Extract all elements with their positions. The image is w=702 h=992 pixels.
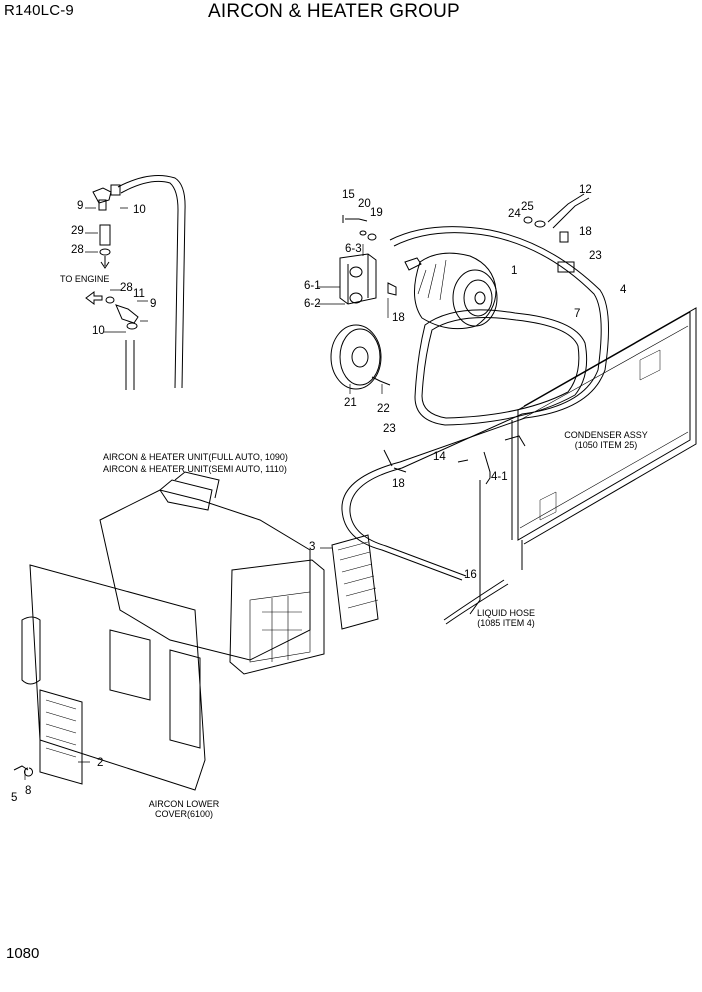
callout-24: 24: [508, 208, 521, 220]
callout-18: 18: [392, 312, 405, 324]
callout-21: 21: [344, 397, 357, 409]
callout-7: 7: [574, 308, 581, 320]
callout-22: 22: [377, 403, 390, 415]
callout-9: 9: [150, 298, 157, 310]
callout-6-1: 6-1: [304, 280, 321, 292]
page-title: AIRCON & HEATER GROUP: [208, 1, 460, 22]
note-unit-full-auto: AIRCON & HEATER UNIT(FULL AUTO, 1090): [103, 452, 288, 462]
callout-5: 5: [11, 792, 18, 804]
callout-10: 10: [133, 204, 146, 216]
callout-4-1: 4-1: [491, 471, 508, 483]
callout-14: 14: [433, 451, 446, 463]
note-liquid-hose-ref: (1085 ITEM 4): [477, 618, 535, 628]
callout-11: 11: [133, 288, 145, 300]
heater-hose-assembly: [85, 175, 186, 390]
callout-25: 25: [521, 201, 534, 213]
callout-29: 29: [71, 225, 84, 237]
note-to-engine: TO ENGINE: [60, 274, 110, 284]
model-code: R140LC-9: [4, 2, 74, 19]
callout-9: 9: [77, 200, 84, 212]
note-unit-semi-auto: AIRCON & HEATER UNIT(SEMI AUTO, 1110): [103, 464, 287, 474]
callout-2: 2: [97, 757, 104, 769]
page-number: 1080: [6, 945, 40, 962]
callout-23: 23: [383, 423, 396, 435]
note-condenser-ref: (1050 ITEM 25): [574, 440, 638, 450]
callout-28: 28: [120, 282, 133, 294]
note-aircon-lower-cover-ref: COVER(6100): [154, 809, 214, 819]
callout-1: 1: [511, 265, 518, 277]
refrigerant-hose-upper: [341, 193, 610, 615]
note-liquid-hose: LIQUID HOSE: [476, 608, 535, 618]
callout-6-2: 6-2: [304, 298, 321, 310]
callout-3: 3: [309, 541, 316, 553]
callout-28: 28: [71, 244, 84, 256]
aircon-heater-unit: [13, 471, 379, 791]
callout-15: 15: [342, 189, 355, 201]
note-condenser-assy: CONDENSER ASSY: [564, 430, 648, 440]
callout-18: 18: [579, 226, 592, 238]
callout-4: 4: [620, 284, 627, 296]
compressor-bracket-assembly: [318, 215, 397, 394]
callout-19: 19: [370, 207, 383, 219]
callout-6-3: 6-3: [345, 243, 362, 255]
callout-16: 16: [464, 569, 477, 581]
callout-10: 10: [92, 325, 105, 337]
note-aircon-lower-cover: AIRCON LOWER: [148, 799, 220, 809]
callout-18: 18: [392, 478, 405, 490]
callout-12: 12: [579, 184, 592, 196]
callout-23: 23: [589, 250, 602, 262]
condenser: [443, 307, 697, 625]
callout-20: 20: [358, 198, 371, 210]
callout-8: 8: [25, 785, 32, 797]
